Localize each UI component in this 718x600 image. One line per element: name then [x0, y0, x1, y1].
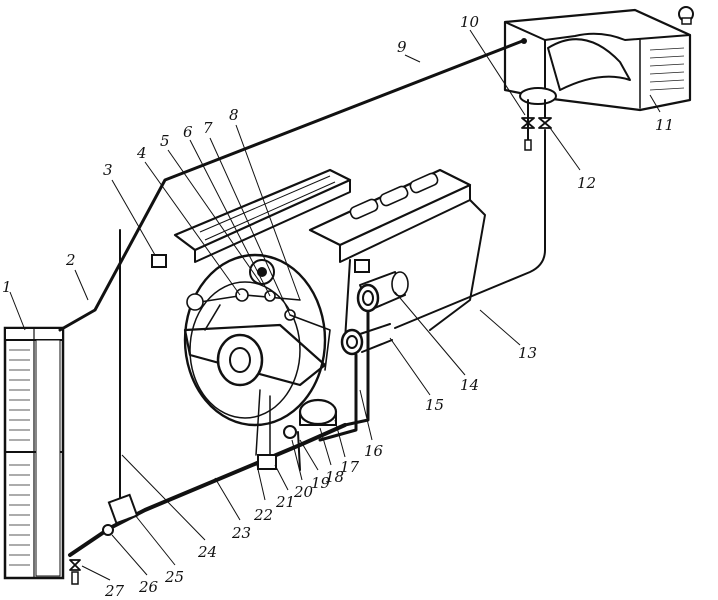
label-21: 21 [275, 493, 295, 511]
label-16: 16 [364, 442, 384, 460]
label-17: 17 [340, 458, 360, 476]
pipe-return-13 [394, 129, 546, 329]
label-25: 25 [164, 568, 184, 586]
label-14: 14 [460, 376, 479, 394]
label-8: 8 [229, 106, 239, 124]
label-18: 18 [325, 468, 344, 486]
drain-valve [69, 559, 81, 585]
label-4: 4 [136, 144, 147, 162]
radiator [3, 326, 65, 580]
tee-fitting [102, 493, 139, 536]
label-22: 22 [253, 506, 273, 524]
pump [255, 389, 338, 471]
label-7: 7 [203, 119, 213, 137]
label-13: 13 [518, 344, 537, 362]
hose-16 [343, 310, 370, 427]
label-6: 6 [183, 123, 193, 141]
leader-lines [9, 29, 661, 581]
label-9: 9 [397, 38, 407, 56]
label-19: 19 [311, 474, 331, 492]
label-24: 24 [197, 543, 217, 561]
hose-17 [318, 353, 358, 442]
expansion-tank [503, 6, 694, 112]
label-27: 27 [104, 582, 125, 600]
label-10: 10 [460, 13, 480, 31]
label-23: 23 [231, 524, 251, 542]
label-12: 12 [577, 174, 596, 192]
label-20: 20 [293, 483, 314, 501]
heater-14 [356, 271, 409, 313]
label-5: 5 [160, 132, 170, 150]
label-11: 11 [655, 116, 674, 134]
label-1: 1 [2, 278, 12, 296]
label-26: 26 [138, 578, 159, 596]
engine [151, 168, 486, 427]
valve-10 [521, 99, 535, 151]
valve-12 [538, 99, 552, 129]
label-2: 2 [65, 251, 76, 269]
label-3: 3 [103, 161, 113, 179]
callout-labels: 1 2 3 4 5 6 7 8 9 10 11 12 13 14 15 16 1… [2, 13, 674, 600]
label-15: 15 [425, 396, 444, 414]
pipe-lower [68, 423, 347, 557]
pipe-upper [58, 38, 527, 332]
